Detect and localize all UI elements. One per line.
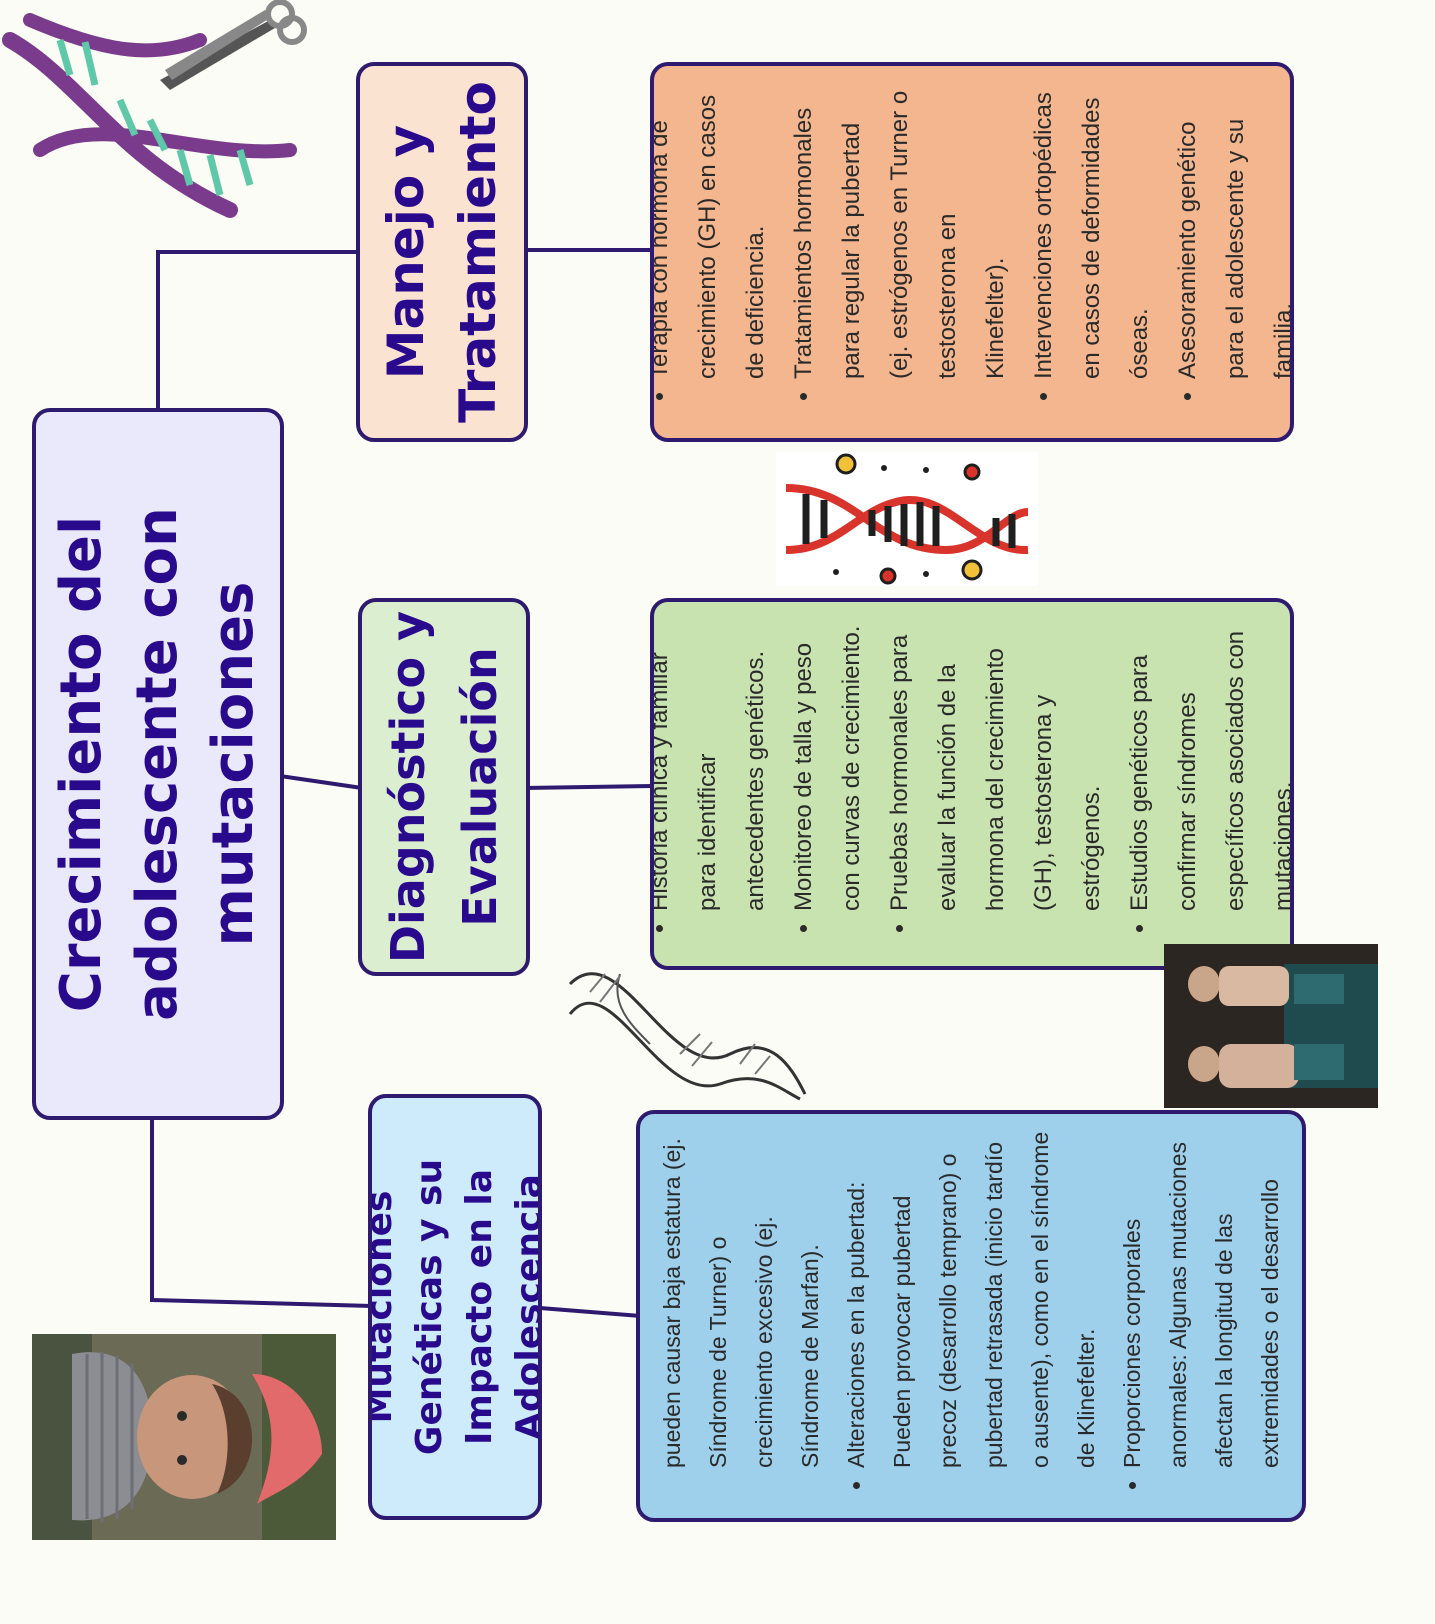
photo-patients (1164, 944, 1378, 1108)
list-item: Proporciones corporales anormales: Algun… (1109, 1126, 1302, 1468)
diag-title-box: Diagnóstico y Evaluación (358, 598, 530, 976)
manejo-list: Terapia con hormona de crecimiento (GH) … (654, 87, 1290, 417)
mut-title: Mutaciones Genéticas y su Impacto en la … (368, 1158, 542, 1456)
list-item: Pruebas hormonales para evaluar la funci… (876, 619, 1116, 911)
list-item: Intervenciones ortopédicas en casos de d… (1020, 87, 1164, 379)
connector-main-to-manejo-v (156, 250, 160, 410)
list-item: Tratamientos hormonales para regular la … (780, 87, 1020, 379)
diag-title: Diagnóstico y Evaluación (381, 610, 507, 964)
list-item: Historia clínica y familiar para identif… (654, 619, 780, 911)
list-item: Monitoreo de talla y peso con curvas de … (780, 619, 876, 911)
diag-body-box: Historia clínica y familiar para identif… (650, 598, 1294, 970)
dna-scissors-icon (2, 0, 307, 218)
connector-main-to-mut-v (150, 1120, 154, 1302)
main-title-box: Crecimiento del adolescente con mutacion… (32, 408, 284, 1120)
list-item: Terapia con hormona de crecimiento (GH) … (654, 87, 780, 379)
mut-title-box: Mutaciones Genéticas y su Impacto en la … (368, 1094, 542, 1520)
list-item: Asesoramiento genético para el adolescen… (1164, 87, 1290, 379)
mut-body-box: Crecimiento acelerado o retrasado: Algun… (636, 1110, 1306, 1522)
manejo-title: Manejo y Tratamiento (377, 81, 507, 423)
manejo-body-box: Terapia con hormona de crecimiento (GH) … (650, 62, 1294, 442)
photo-man-beanie (32, 1334, 336, 1540)
main-title: Crecimiento del adolescente con mutacion… (49, 507, 266, 1021)
list-item: Estudios genéticos para confirmar síndro… (1116, 619, 1290, 911)
connector-manejo-title-to-body (526, 248, 654, 252)
connector-main-to-manejo-h (156, 250, 360, 254)
dna-helix-icon (776, 452, 1038, 586)
mut-list: Crecimiento acelerado o retrasado: Algun… (640, 1126, 1302, 1506)
diag-list: Historia clínica y familiar para identif… (654, 619, 1290, 949)
connector-main-to-mut-h (151, 1298, 641, 1318)
list-item: Crecimiento acelerado o retrasado: Algun… (640, 1126, 833, 1468)
manejo-title-box: Manejo y Tratamiento (356, 62, 528, 442)
connector-main-to-diag (280, 774, 653, 790)
dna-sketch-icon (568, 972, 807, 1101)
list-item: Alteraciones en la pubertad: Pueden prov… (833, 1126, 1109, 1468)
